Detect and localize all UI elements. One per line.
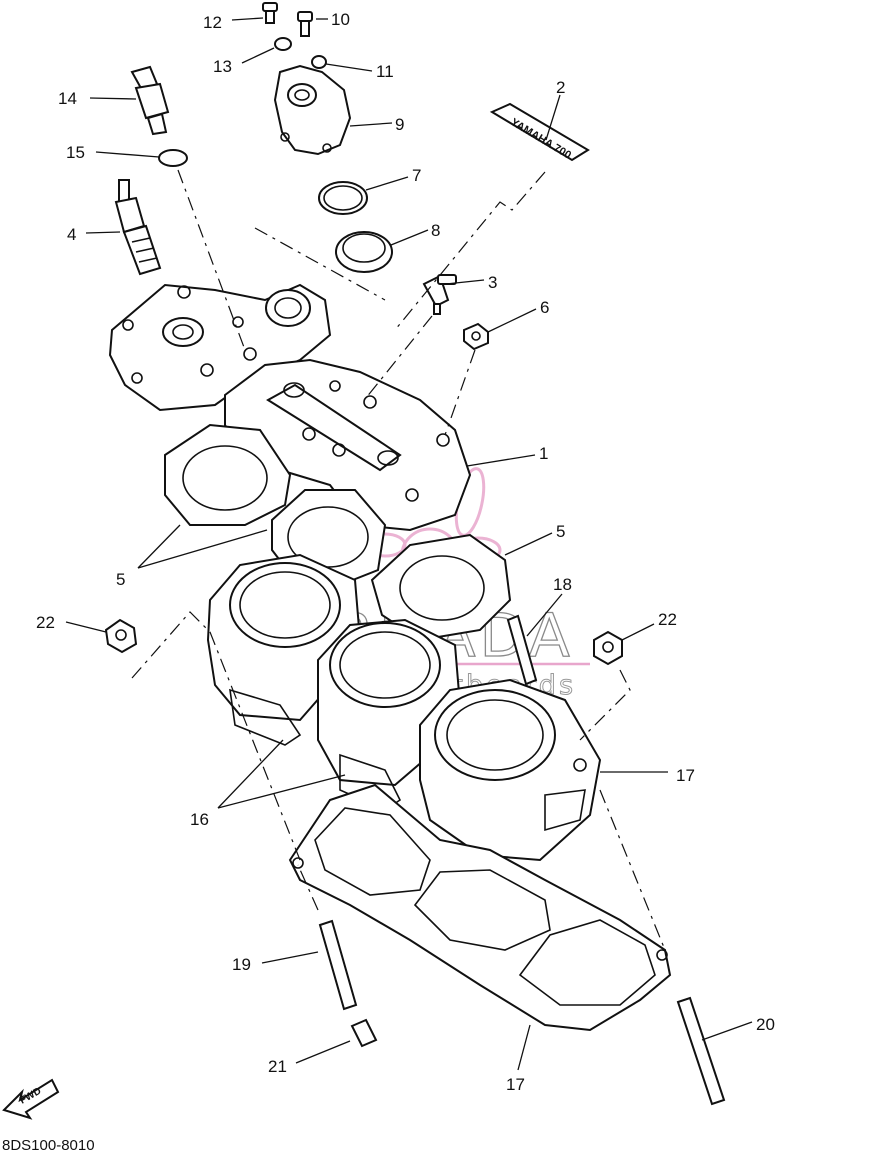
part-dowel-21 xyxy=(350,1018,378,1048)
callout-17-bottom: 17 xyxy=(506,1075,525,1094)
part-nut-22-left xyxy=(104,618,138,654)
callout-2: 2 xyxy=(556,78,565,97)
callout-20: 20 xyxy=(756,1015,775,1034)
part-washer-15 xyxy=(158,149,188,167)
part-head-gasket-5-right xyxy=(370,533,512,642)
callout-22-left: 22 xyxy=(36,613,55,632)
callout-12: 12 xyxy=(203,13,222,32)
part-stud-18 xyxy=(506,614,538,686)
callout-labels: 12 10 13 11 9 14 15 4 7 8 2 3 6 1 5 5 22… xyxy=(36,10,775,1094)
part-stud-19 xyxy=(318,919,358,1011)
callout-13: 13 xyxy=(213,57,232,76)
assembly-lines xyxy=(131,169,666,951)
callout-9: 9 xyxy=(395,115,404,134)
callout-21: 21 xyxy=(268,1057,287,1076)
callout-8: 8 xyxy=(431,221,440,240)
part-washer-11 xyxy=(311,55,327,69)
part-thermostat-cover-9 xyxy=(273,64,352,156)
callout-17-right: 17 xyxy=(676,766,695,785)
callout-10: 10 xyxy=(331,10,350,29)
part-thermostat-8 xyxy=(335,231,393,273)
callout-19: 19 xyxy=(232,955,251,974)
callout-14: 14 xyxy=(58,89,77,108)
part-nut-6 xyxy=(463,322,489,351)
part-o-ring-7 xyxy=(318,181,368,215)
callout-3: 3 xyxy=(488,273,497,292)
callout-6: 6 xyxy=(540,298,549,317)
callout-11: 11 xyxy=(376,62,394,81)
part-head-cover-rear xyxy=(108,283,332,412)
part-bolt-10 xyxy=(297,11,313,37)
callout-5-left: 5 xyxy=(116,570,125,589)
part-stud-20 xyxy=(676,996,726,1106)
callout-4: 4 xyxy=(67,225,76,244)
diagram-code: 8DS100-8010 xyxy=(2,1137,95,1154)
leader-lines xyxy=(65,17,753,1071)
part-decal-2: YAMAHA 700 xyxy=(489,102,590,162)
callout-22-right: 22 xyxy=(658,610,677,629)
part-base-gasket-17 xyxy=(288,783,672,1032)
part-head-gasket-5-left xyxy=(164,423,292,526)
callout-18: 18 xyxy=(553,575,572,594)
callout-5-right: 5 xyxy=(556,522,565,541)
part-temp-sensor-14 xyxy=(130,65,170,136)
part-nut-22-right xyxy=(593,630,623,666)
fwd-arrow-icon: FWD xyxy=(2,1078,60,1120)
part-fitting-3 xyxy=(422,274,457,315)
part-cylinder-16-right xyxy=(419,678,602,862)
part-spark-plug-4 xyxy=(114,179,162,276)
callout-16: 16 xyxy=(190,810,209,829)
callout-7: 7 xyxy=(412,166,421,185)
part-bolt-12 xyxy=(262,2,278,24)
callout-1: 1 xyxy=(539,444,548,463)
part-washer-13 xyxy=(274,37,292,51)
callout-15: 15 xyxy=(66,143,85,162)
